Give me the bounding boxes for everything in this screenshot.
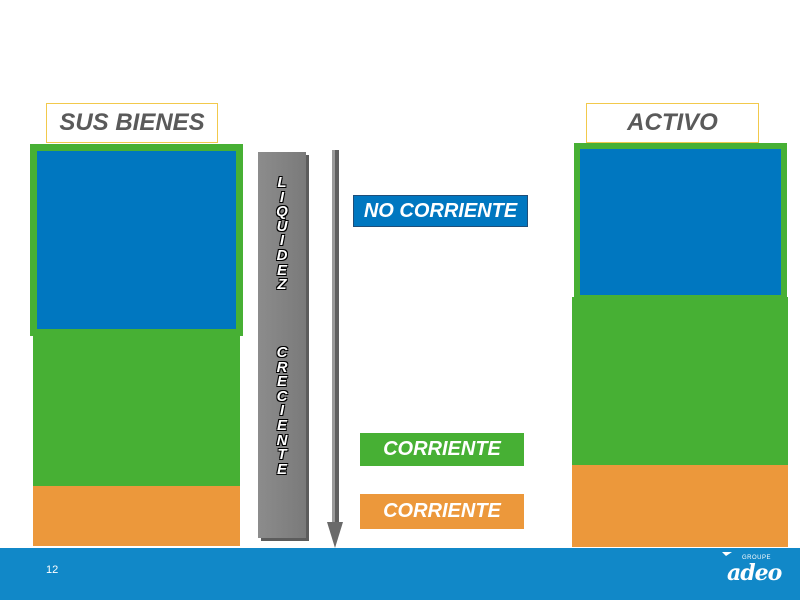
no-corriente-label: NO CORRIENTE <box>353 195 528 227</box>
liquidity-word-2-letter: E <box>276 416 287 434</box>
liquidity-word-2-letter: I <box>279 402 285 420</box>
footer-bar <box>0 548 800 600</box>
left-green-block <box>33 334 240 486</box>
liquidity-word-2-letter: E <box>276 460 287 478</box>
logo-main-text: adeo <box>727 560 782 586</box>
liquidity-word-2-letter: T <box>277 446 287 464</box>
adeo-logo: GROUPE adeo <box>722 552 788 592</box>
liquidity-word-1-letter: U <box>276 217 288 235</box>
left-blue-block <box>30 144 243 336</box>
left-orange-block <box>33 486 240 546</box>
left-title: SUS BIENES <box>46 103 218 143</box>
right-blue-block <box>574 143 787 301</box>
logo-small-text: GROUPE <box>742 555 772 561</box>
liquidity-word-1-letter: I <box>279 188 285 206</box>
liquidity-word-1-letter: L <box>277 174 287 191</box>
down-arrow-icon <box>327 150 343 548</box>
right-title: ACTIVO <box>586 103 759 143</box>
page-number: 12 <box>46 564 59 576</box>
corriente-orange-label: CORRIENTE <box>360 494 524 529</box>
liquidity-word-1-letter: Q <box>276 203 288 221</box>
liquidity-word-2-letter: C <box>276 344 288 361</box>
liquidity-word-2-letter: E <box>276 373 287 391</box>
liquidity-word-2-letter: R <box>276 358 288 376</box>
liquidity-word-2-letter: C <box>276 387 288 405</box>
liquidity-word-1-letter: E <box>276 261 287 279</box>
liquidity-word-1-letter: I <box>279 232 285 250</box>
corriente-green-label: CORRIENTE <box>360 433 524 466</box>
liquidity-bar <box>258 152 306 538</box>
right-green-block <box>572 297 788 465</box>
right-orange-block <box>572 465 788 547</box>
liquidity-word-2-letter: N <box>276 431 288 449</box>
liquidity-word-1-letter: Z <box>277 276 287 294</box>
liquidity-word-1-letter: D <box>276 246 288 264</box>
